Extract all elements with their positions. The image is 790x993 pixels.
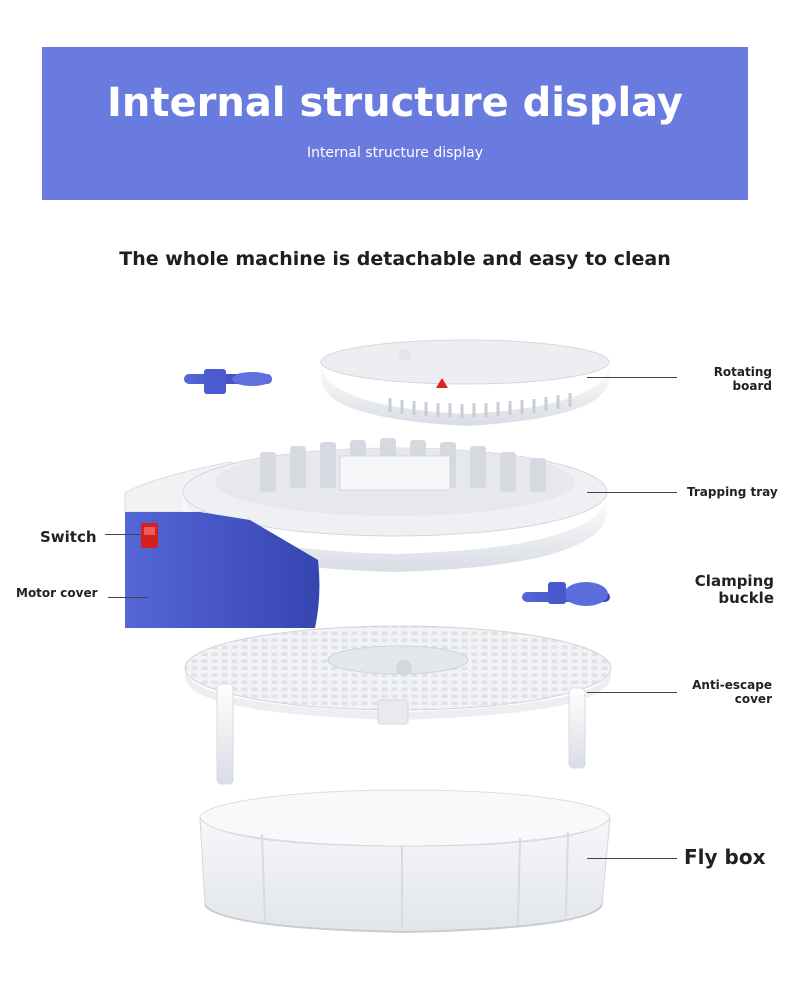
leader-rotating-board: [587, 377, 677, 378]
exploded-view-illustration: [0, 300, 790, 960]
label-trapping-tray: Trapping tray: [687, 486, 778, 500]
rotating-board-part: [321, 340, 609, 426]
switch-icon: [141, 523, 158, 548]
label-clamping-buckle: Clamping buckle: [695, 573, 774, 608]
clip-left-part: [184, 369, 272, 394]
label-motor-cover: Motor cover: [16, 587, 98, 601]
leader-motor-cover: [108, 597, 148, 598]
header-banner: Internal structure display Internal stru…: [42, 47, 748, 200]
leader-trapping-tray: [587, 492, 677, 493]
leader-anti-escape: [587, 692, 677, 693]
clamping-buckle-part: [522, 582, 610, 606]
leader-switch: [105, 534, 141, 535]
label-fly-box: Fly box: [684, 846, 765, 869]
banner-subtitle: Internal structure display: [42, 146, 748, 160]
fly-box-part: [200, 790, 610, 932]
leader-fly-box: [587, 858, 677, 859]
headline: The whole machine is detachable and easy…: [0, 248, 790, 270]
label-rotating-board: Rotating board: [714, 366, 772, 394]
anti-escape-cover-part: [185, 626, 611, 784]
banner-title: Internal structure display: [42, 83, 748, 123]
label-anti-escape-cover: Anti-escape cover: [692, 679, 772, 707]
label-switch: Switch: [40, 529, 97, 546]
